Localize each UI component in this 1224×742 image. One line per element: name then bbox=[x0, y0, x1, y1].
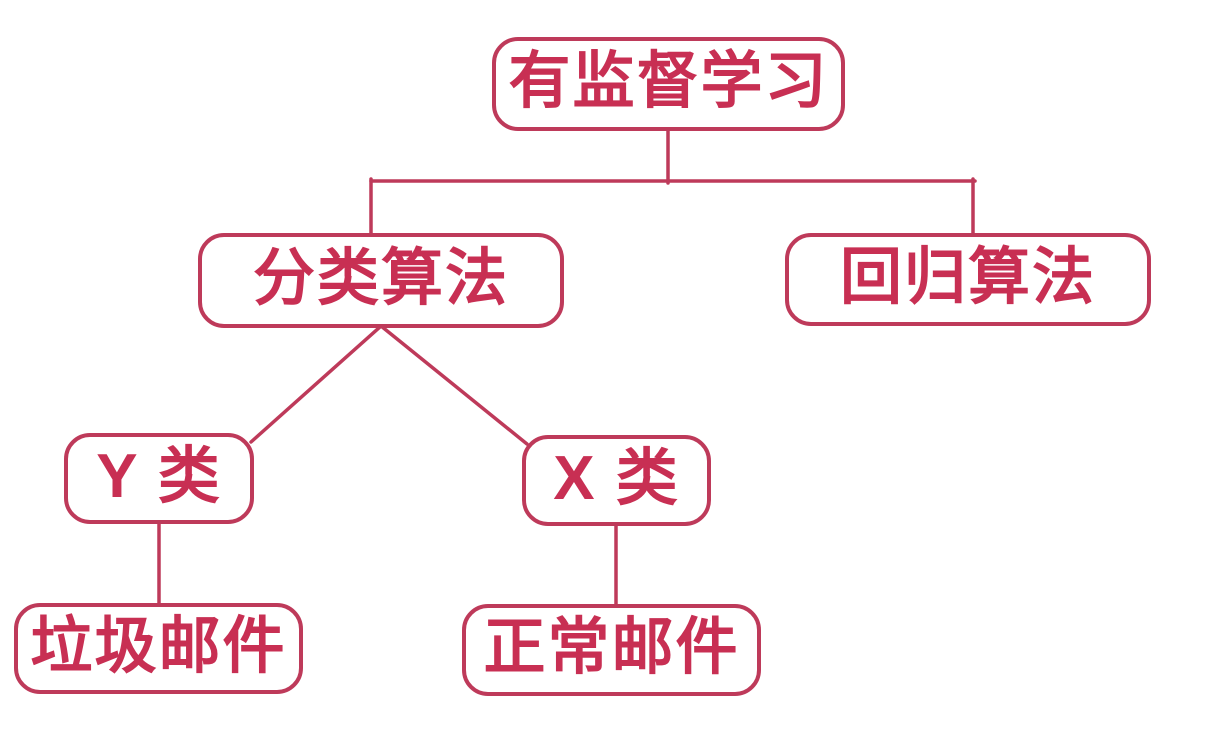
node-classification-algorithm: 分类算法 bbox=[198, 233, 564, 328]
node-normal-mail: 正常邮件 bbox=[462, 604, 761, 696]
node-spam-mail: 垃圾邮件 bbox=[14, 603, 303, 694]
edge-classification-y-class bbox=[249, 324, 383, 444]
node-supervised-learning: 有监督学习 bbox=[492, 37, 845, 131]
edge-classification-x-class bbox=[379, 324, 529, 446]
node-classification-algorithm-label: 分类算法 bbox=[252, 243, 509, 313]
node-supervised-learning-label: 有监督学习 bbox=[508, 47, 829, 116]
node-y-class: Y 类 bbox=[64, 433, 254, 524]
node-x-class-label: X 类 bbox=[553, 443, 680, 513]
node-regression-algorithm: 回归算法 bbox=[785, 233, 1151, 326]
node-regression-algorithm-label: 回归算法 bbox=[839, 242, 1096, 312]
node-x-class: X 类 bbox=[522, 435, 711, 526]
node-spam-mail-label: 垃圾邮件 bbox=[30, 611, 287, 681]
node-y-class-label: Y 类 bbox=[96, 441, 222, 511]
node-normal-mail-label: 正常邮件 bbox=[483, 613, 740, 682]
